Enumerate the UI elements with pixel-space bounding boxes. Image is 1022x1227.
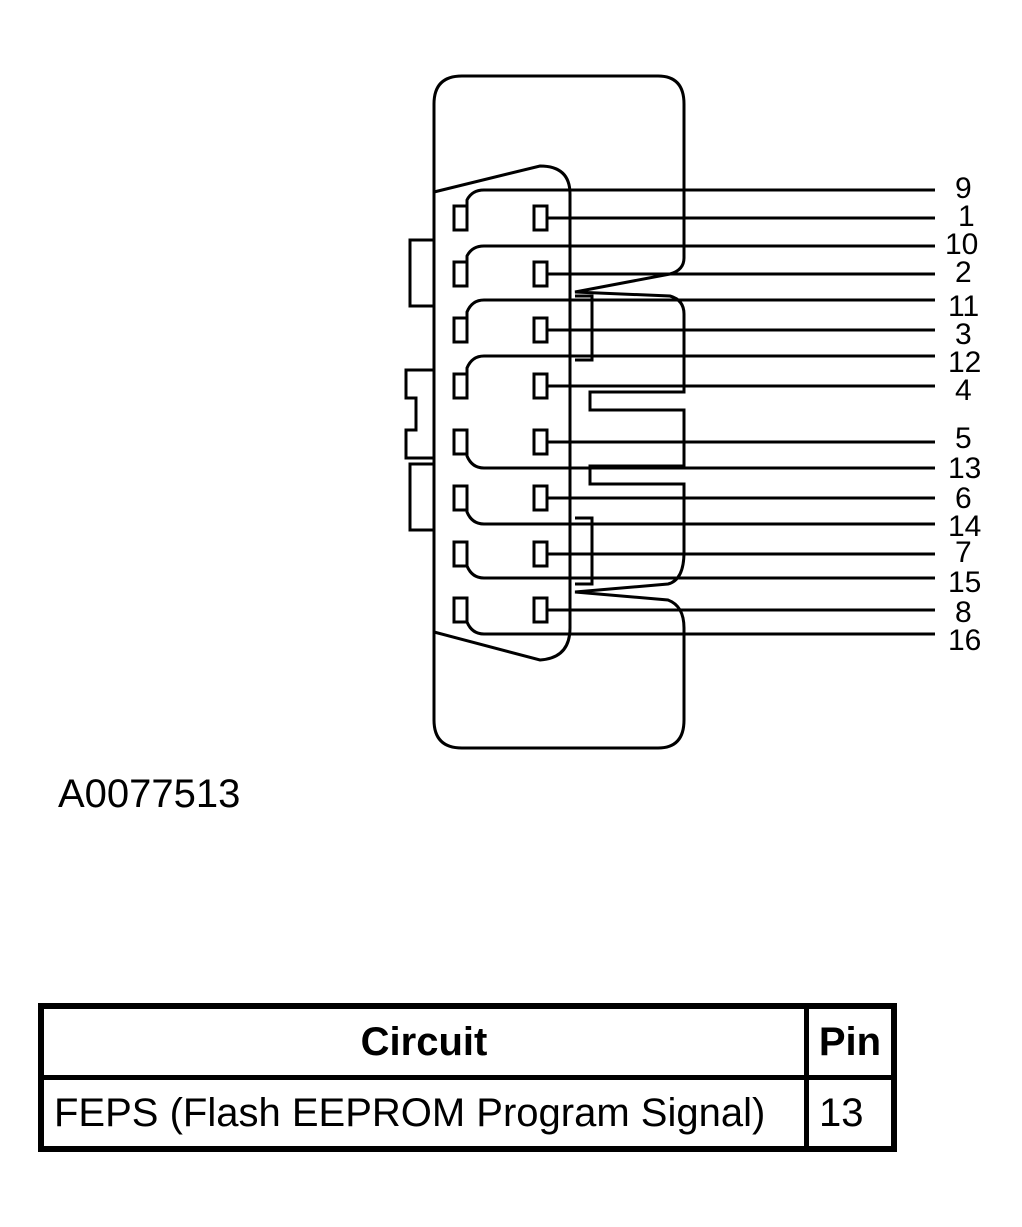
cell-circuit: FEPS (Flash EEPROM Program Signal) — [38, 1075, 809, 1152]
pin-label: 14 — [948, 510, 981, 543]
side-tab-upper — [408, 238, 434, 308]
pin-label: 1 — [958, 200, 975, 233]
header-pin: Pin — [804, 1003, 897, 1080]
connector-drawing: 9 1 10 2 11 3 12 4 5 13 6 14 7 15 8 16 — [404, 74, 981, 750]
pin-labels: 9 1 10 2 11 3 12 4 5 13 6 14 7 15 8 16 — [945, 172, 981, 657]
pin-label: 5 — [955, 422, 972, 455]
pin-label: 8 — [955, 596, 972, 629]
connector-diagram: 9 1 10 2 11 3 12 4 5 13 6 14 7 15 8 16 — [404, 74, 981, 750]
pin-slots-right — [532, 204, 549, 624]
pin-label: 15 — [948, 566, 981, 599]
pin-label: 10 — [945, 228, 978, 261]
pin-label: 13 — [948, 452, 981, 485]
table-header-row: Circuit Pin — [38, 1003, 897, 1080]
pin-slots-left — [452, 204, 469, 624]
pin-label: 3 — [955, 318, 972, 351]
circuit-table: Circuit Pin FEPS (Flash EEPROM Program S… — [38, 1003, 897, 1152]
table-row: FEPS (Flash EEPROM Program Signal) 13 — [38, 1075, 897, 1152]
leader-lines — [465, 188, 935, 636]
pin-label: 12 — [948, 346, 981, 379]
pin-label: 11 — [948, 290, 979, 323]
pin-label: 9 — [955, 172, 972, 205]
side-tab-lower — [408, 462, 434, 532]
socket-shell — [433, 164, 572, 662]
side-tab-middle — [404, 368, 434, 460]
pin-label: 4 — [955, 374, 972, 407]
pin-label: 7 — [955, 536, 972, 569]
pin-label: 6 — [955, 482, 972, 515]
cell-pin: 13 — [804, 1075, 897, 1152]
figure-id: A0077513 — [58, 772, 241, 816]
header-circuit: Circuit — [38, 1003, 809, 1080]
connector-housing — [432, 74, 686, 750]
pin-label: 2 — [955, 256, 972, 289]
pin-label: 16 — [948, 624, 981, 657]
